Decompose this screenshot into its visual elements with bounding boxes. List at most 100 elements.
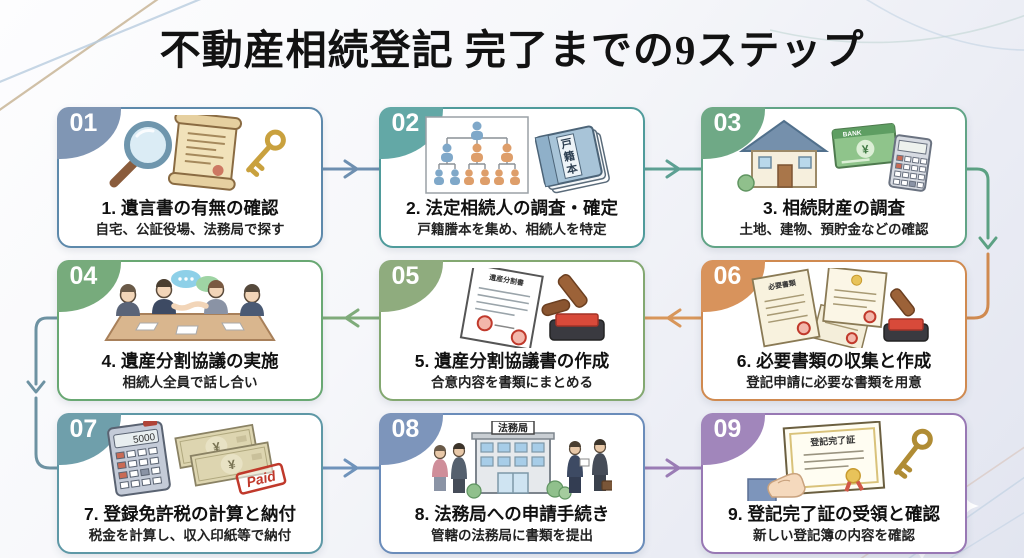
- step-number: 07: [69, 414, 98, 443]
- step-text: 7. 登録免許税の計算と納付 税金を計算し、収入印紙等で納付: [59, 504, 321, 545]
- step-number-badge: 06: [700, 259, 765, 312]
- arrow-step3-to-step6-upper: [965, 167, 998, 250]
- step7-illustration: 5000 ¥: [59, 419, 321, 503]
- calculator-banknotes-paid-icon: 5000 ¥: [107, 421, 287, 497]
- documents-seals-stamp-icon: 必要書類: [751, 268, 929, 348]
- house-icon: [737, 119, 830, 192]
- step-text: 8. 法務局への申請手続き 管轄の法務局に書類を提出: [381, 504, 643, 545]
- calculator-icon: 5000: [107, 421, 171, 497]
- family-tree-registry-icon: 戸 籍 本: [425, 116, 610, 194]
- visitors-icon: [432, 439, 612, 493]
- key-icon: [893, 428, 933, 479]
- step-text: 9. 登記完了証の受領と確認 新しい登記簿の内容を確認: [703, 504, 965, 545]
- arrow-step6-to-step5: [643, 308, 703, 328]
- magnifier-scroll-key-icon: [109, 115, 286, 191]
- agreement-document-stamp-icon: 遺産分割書: [459, 268, 605, 348]
- step2-illustration: 戸 籍 本: [381, 113, 643, 197]
- bank-label: BANK: [842, 130, 862, 139]
- step-title: 3. 相続財産の調査: [763, 198, 905, 219]
- arrow-step1-to-step2: [321, 159, 381, 179]
- certificate-title: 登記完了証: [809, 433, 856, 447]
- paper-icon: [579, 458, 590, 467]
- arrow-step7-to-step8: [321, 458, 381, 478]
- arrow-step4-to-step7: [26, 316, 59, 470]
- registry-label-char: 戸: [560, 136, 573, 151]
- yen-symbol: ¥: [861, 142, 869, 157]
- step-subtitle: 土地、建物、預貯金などの確認: [739, 222, 929, 238]
- yen-symbol: ¥: [212, 439, 222, 455]
- step-title: 8. 法務局への申請手続き: [414, 504, 610, 525]
- speech-bubbles-icon: [171, 270, 220, 292]
- family-tree-icon: [425, 116, 529, 194]
- step-text: 2. 法定相続人の調査・確定 戸籍謄本を集め、相続人を特定: [381, 198, 643, 239]
- stamp-icon: [541, 274, 605, 341]
- gold-seal-icon: [845, 467, 861, 484]
- step-card-3: 03 BANK ¥: [700, 106, 967, 248]
- scroll-icon: [167, 115, 243, 191]
- briefcase-icon: [601, 480, 612, 491]
- step6-illustration: 必要書類: [703, 266, 965, 350]
- arrow-step2-to-step3: [643, 159, 703, 179]
- step-subtitle: 新しい登記簿の内容を確認: [753, 528, 915, 544]
- step1-illustration: [59, 113, 321, 197]
- yen-banknotes-icon: ¥ ¥: [174, 423, 274, 487]
- step-card-1: 01: [56, 106, 323, 248]
- step-number: 04: [69, 261, 98, 290]
- step-title: 4. 遺産分割協議の実施: [101, 351, 279, 372]
- step-subtitle: 管轄の法務局に書類を提出: [431, 528, 593, 544]
- step-number-badge: 03: [700, 106, 765, 159]
- completion-certificate-key-icon: 登記完了証: [747, 421, 933, 501]
- step-title: 7. 登録免許税の計算と納付: [84, 504, 296, 525]
- step-number: 08: [391, 414, 420, 443]
- step-card-7: 07 5000: [56, 412, 323, 554]
- key-icon: [246, 129, 286, 177]
- stamp-icon: [883, 288, 929, 342]
- step-title: 5. 遺産分割協議書の作成: [414, 351, 610, 372]
- family-meeting-icon: [104, 270, 276, 341]
- calculator-display: 5000: [132, 432, 156, 446]
- step-card-8: 08 法務局: [378, 412, 645, 554]
- step-card-5: 05 遺産分割書: [378, 259, 645, 401]
- step-text: 6. 必要書類の収集と作成 登記申請に必要な書類を用意: [703, 351, 965, 392]
- calculator-icon: [888, 134, 933, 192]
- step8-illustration: 法務局: [381, 419, 643, 503]
- step-number: 09: [713, 414, 742, 443]
- step-text: 3. 相続財産の調査 土地、建物、預貯金などの確認: [703, 198, 965, 239]
- step-card-9: 09 登記完了証: [700, 412, 967, 554]
- registry-label-char: 籍: [562, 148, 576, 164]
- step-number: 05: [391, 261, 420, 290]
- certificate-icon: 登記完了証: [782, 421, 886, 496]
- meeting-table-icon: [104, 313, 276, 341]
- step-card-4: 04: [56, 259, 323, 401]
- step3-illustration: BANK ¥: [703, 113, 965, 197]
- people-icons: [116, 279, 264, 316]
- step9-illustration: 登記完了証: [703, 419, 965, 503]
- step-subtitle: 自宅、公証役場、法務局で探す: [95, 222, 285, 238]
- hand-icon: [747, 472, 806, 501]
- step-text: 1. 遺言書の有無の確認 自宅、公証役場、法務局で探す: [59, 198, 321, 239]
- bureau-sign-label: 法務局: [498, 422, 528, 435]
- step-subtitle: 登記申請に必要な書類を用意: [746, 375, 922, 391]
- step-card-2: 02: [378, 106, 645, 248]
- page-title: 不動産相続登記 完了までの9ステップ: [159, 27, 865, 73]
- step-number: 02: [391, 108, 420, 137]
- step-number: 06: [713, 261, 742, 290]
- yen-symbol: ¥: [227, 456, 237, 472]
- step-card-6: 06 必要書類: [700, 259, 967, 401]
- step5-illustration: 遺産分割書: [381, 266, 643, 350]
- step-title: 6. 必要書類の収集と作成: [736, 351, 932, 372]
- agreement-document-icon: 遺産分割書: [459, 268, 544, 348]
- legal-affairs-bureau-icon: 法務局: [432, 421, 612, 500]
- magnifier-icon: [109, 121, 172, 188]
- step-title: 1. 遺言書の有無の確認: [101, 198, 279, 219]
- arrow-step8-to-step9: [643, 458, 703, 478]
- arrow-step3-to-step6-lower: [965, 252, 990, 320]
- paid-stamp-icon: Paid: [235, 462, 287, 495]
- handshake-icon: [171, 301, 209, 311]
- step-subtitle: 税金を計算し、収入印紙等で納付: [88, 528, 292, 544]
- step-number-badge: 08: [378, 412, 443, 465]
- ribbon-icon: [844, 480, 865, 492]
- person-icons: [434, 121, 520, 185]
- paid-label: Paid: [245, 467, 278, 490]
- arrow-step5-to-step4: [321, 308, 381, 328]
